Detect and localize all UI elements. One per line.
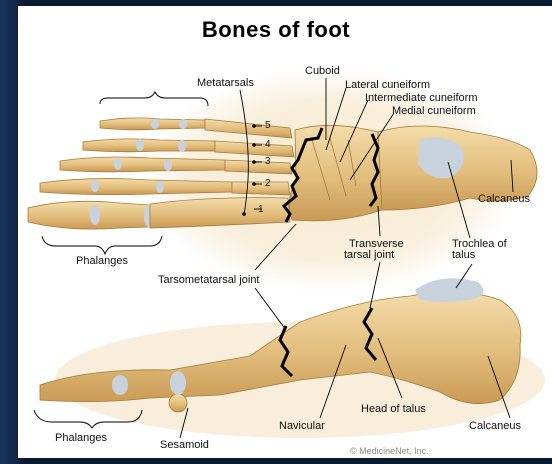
toe-2 xyxy=(40,179,232,195)
label-sesamoid: Sesamoid xyxy=(160,439,209,451)
metatarsal-number-5: 5 xyxy=(265,120,271,131)
label-navicular: Navicular xyxy=(279,420,325,432)
label-trochlea-2: talus xyxy=(452,249,475,261)
label-calcaneus-top: Calcaneus xyxy=(478,193,530,205)
metatarsal-number-2: 2 xyxy=(265,178,271,189)
toe-4 xyxy=(83,139,215,152)
tarsal-block xyxy=(289,125,382,220)
label-cuboid: Cuboid xyxy=(305,65,340,77)
label-transverse-2: tarsal joint xyxy=(344,249,394,261)
label-phalanges-top: Phalanges xyxy=(76,255,128,267)
metatarsal-number-3: 3 xyxy=(265,156,271,167)
label-intermediate-cuneiform: Intermediate cuneiform xyxy=(365,92,478,104)
label-medial-cuneiform: Medial cuneiform xyxy=(392,105,476,117)
label-lateral-cuneiform: Lateral cuneiform xyxy=(345,79,430,91)
label-tarsometatarsal-joint: Tarsometatarsal joint xyxy=(158,274,260,286)
label-head-of-talus: Head of talus xyxy=(361,403,426,415)
label-metatarsals: Metatarsals xyxy=(197,77,254,89)
toe-1-phalanx xyxy=(28,201,150,229)
label-calcaneus-bottom: Calcaneus xyxy=(469,420,521,432)
credit-watermark: © MedicineNet, Inc. xyxy=(350,446,429,456)
sesamoid-bone xyxy=(169,394,187,412)
page-title: Bones of foot xyxy=(0,17,552,43)
toe-3 xyxy=(60,157,225,172)
left-accent-bar xyxy=(0,0,18,464)
label-phalanges-bottom: Phalanges xyxy=(55,432,107,444)
metatarsal-number-1: 1 xyxy=(258,204,264,215)
metatarsal-number-4: 4 xyxy=(265,139,271,150)
